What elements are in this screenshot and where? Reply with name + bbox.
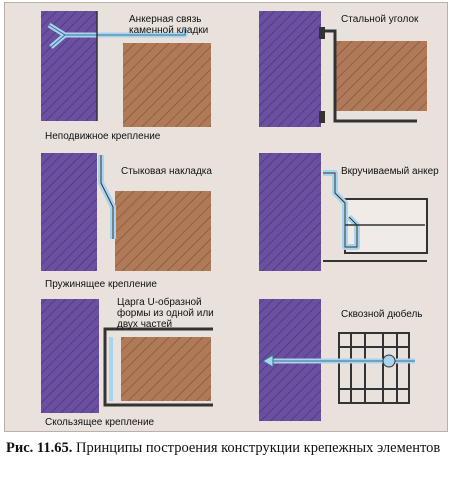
figure-number: Рис. 11.65. [6, 440, 73, 456]
wall-section [259, 11, 321, 127]
label-steel-angle: Стальной уголок [341, 14, 419, 25]
figure-caption: Рис. 11.65. Принципы построения конструк… [6, 440, 446, 457]
masonry-block [115, 191, 211, 271]
label-spring-fastening: Пружинящее крепление [45, 279, 157, 290]
panel-fixed-drawing [41, 11, 211, 127]
label-sliding-fastening: Скользящее крепление [45, 417, 155, 428]
steel-angle-bracket [323, 29, 417, 123]
label-screw-anchor: Вкручиваемый анкер [341, 166, 439, 177]
label-fixed-fastening: Неподвижное крепление [45, 131, 161, 142]
panel-screw-anchor-drawing [259, 153, 428, 271]
panel-spring-drawing [41, 153, 211, 271]
wall-section [41, 153, 97, 271]
figure-caption-text: Принципы построения конструкции крепежны… [75, 440, 441, 456]
panel-through-dowel-drawing [259, 299, 415, 421]
u-shaped-frame [103, 327, 213, 407]
label-u-frame: Царга U-образной формы из одной или двух… [117, 297, 214, 330]
wall-section [259, 153, 321, 271]
label-anchor-tie: Анкерная связь каменной кладки [129, 14, 209, 36]
masonry-block [335, 41, 427, 111]
masonry-block [121, 337, 211, 401]
panel-sliding-drawing [41, 299, 213, 413]
butt-joint-plate [98, 155, 116, 239]
masonry-block [123, 43, 211, 127]
panel-steel-angle-drawing [259, 11, 427, 127]
label-butt-plate: Стыковая накладка [121, 166, 212, 177]
wall-section [41, 11, 97, 121]
figure-panel: Анкерная связь каменной кладки Неподвижн… [4, 2, 448, 432]
fastening-diagram [41, 11, 428, 421]
dowel-frame [338, 332, 410, 404]
wall-section [41, 299, 99, 413]
label-through-dowel: Сквозной дюбель [341, 309, 423, 320]
